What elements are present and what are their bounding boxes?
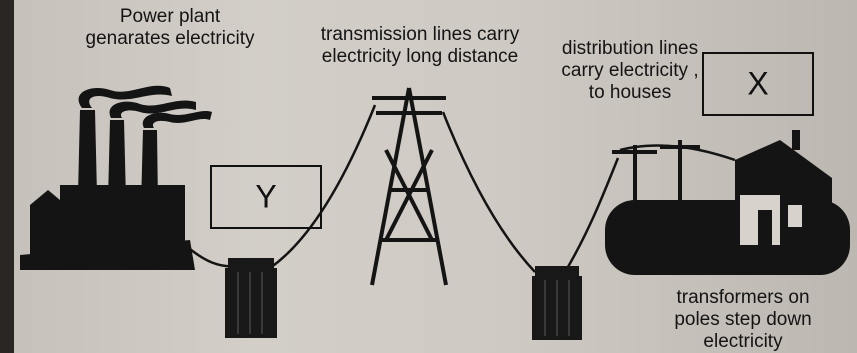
label-line: transmission lines carry [320,24,520,45]
transformer-right-icon [532,266,582,340]
box-letter-y: Y [255,178,277,215]
power-plant-icon [20,85,212,270]
answer-box-y: Y [210,165,322,229]
transmission-label: transmission lines carry electricity lon… [300,24,540,68]
label-line: carry electricity , [561,60,699,81]
label-line: genarates electricity [85,28,255,49]
transformer-left-icon [225,258,277,338]
answer-box-x: X [702,52,814,116]
label-line: to houses [588,82,672,103]
label-line: distribution lines [561,38,699,59]
label-line: electricity [703,331,783,352]
transformers-label: transformers on poles step down electric… [658,287,828,353]
label-line: poles step down [674,309,812,330]
label-line: electricity long distance [321,46,519,67]
distribution-label: distribution lines carry electricity , t… [555,38,705,104]
label-line: transformers on [676,287,810,308]
page-edge [0,0,14,353]
label-line: Power plant [119,6,221,27]
power-plant-label: Power plant genarates electricity [80,6,260,50]
house-icon [605,130,850,275]
transmission-tower-icon [370,87,448,286]
box-letter-x: X [747,65,769,102]
